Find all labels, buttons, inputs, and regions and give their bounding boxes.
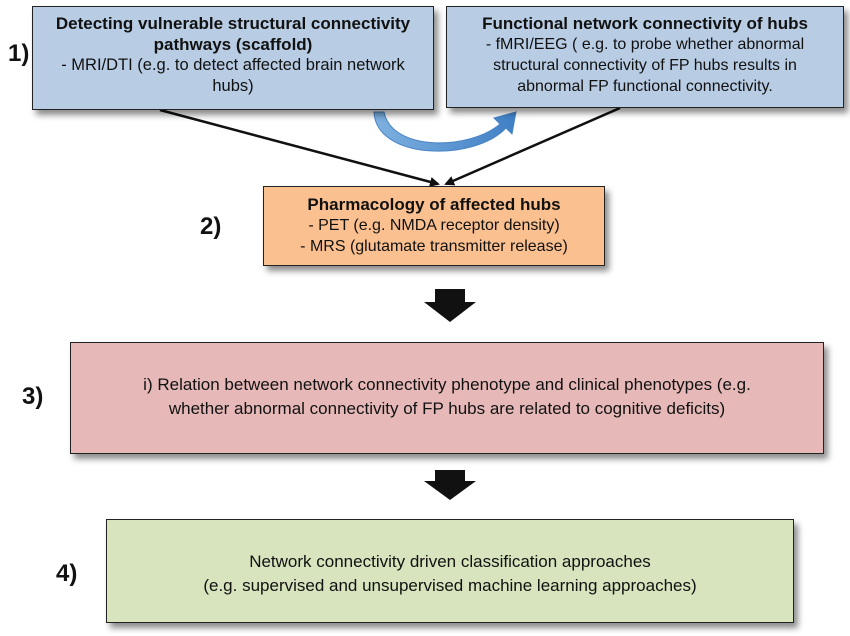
step-label-3: 3)	[22, 383, 44, 410]
step-label-2: 2)	[200, 213, 222, 240]
arrow-functional-to-pharmacology	[444, 106, 621, 186]
functional-connectivity-box: Functional network connectivity of hubs …	[446, 6, 844, 108]
functional-body-line-3: abnormal FP functional connectivity.	[517, 78, 773, 95]
pharmacology-title: Pharmacology of affected hubs	[307, 195, 561, 214]
functional-body-line-1: - fMRI/EEG ( e.g. to probe whether abnor…	[485, 36, 805, 53]
phenotype-body-line-2: whether abnormal connectivity of FP hubs…	[168, 399, 726, 418]
block-arrow-phenotype-to-classification	[424, 470, 476, 500]
structural-body-line-1: - MRI/DTI (e.g. to detect affected brain…	[61, 56, 405, 74]
classification-body-line-2: (e.g. supervised and unsupervised machin…	[203, 576, 697, 595]
structural-connectivity-box: Detecting vulnerable structural connecti…	[32, 6, 434, 110]
phenotype-relation-box: i) Relation between network connectivity…	[70, 342, 824, 454]
structural-body-line-2: hubs)	[212, 77, 254, 95]
functional-body-line-2: structural connectivity of FP hubs resul…	[493, 57, 797, 74]
pharmacology-box: Pharmacology of affected hubs - PET (e.g…	[263, 186, 605, 266]
phenotype-body-line-1: i) Relation between network connectivity…	[143, 375, 751, 394]
structural-title-line-2: pathways (scaffold)	[153, 35, 313, 54]
pharmacology-body-line-1: - PET (e.g. NMDA receptor density)	[308, 217, 560, 234]
step-label-1: 1)	[8, 40, 30, 67]
structural-title-line-1: Detecting vulnerable structural connecti…	[55, 14, 411, 33]
curved-arrow-structural-to-functional	[373, 111, 517, 152]
classification-box: Network connectivity driven classificati…	[106, 519, 794, 623]
block-arrow-pharmacology-to-phenotype	[424, 289, 476, 322]
step-label-4: 4)	[56, 560, 78, 587]
arrow-structural-to-pharmacology	[159, 108, 440, 187]
classification-body-line-1: Network connectivity driven classificati…	[249, 552, 651, 571]
functional-title: Functional network connectivity of hubs	[482, 14, 808, 33]
pharmacology-body-line-2: - MRS (glutamate transmitter release)	[300, 238, 568, 255]
